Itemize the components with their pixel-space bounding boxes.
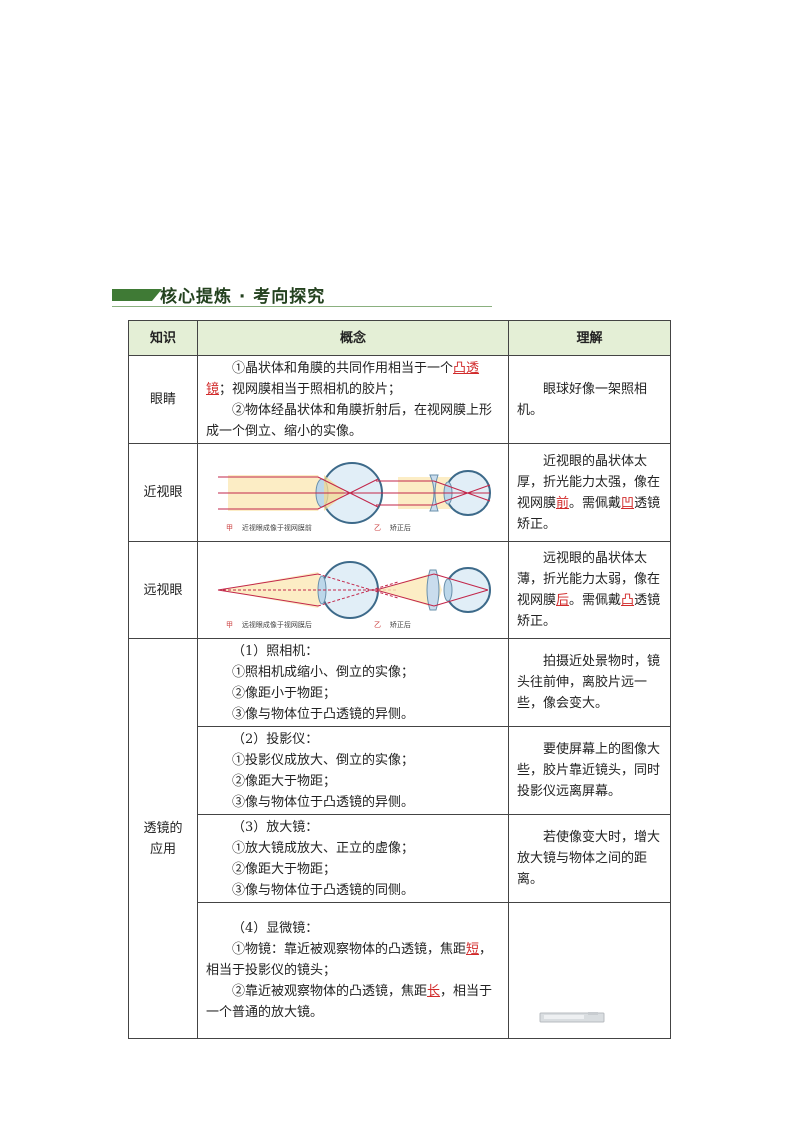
section-title: 核心提炼 · 考向探究: [160, 287, 326, 307]
eye-label: 眼睛: [128, 355, 198, 444]
hyperopia-caption-a: 甲 远视眼成像于视网膜后: [226, 621, 312, 629]
table-row-hyperopia: 远视眼: [128, 541, 671, 639]
projector-concept: （2）投影仪： ①投影仪成放大、倒立的实像； ②像距大于物距； ③像与物体位于凸…: [197, 726, 509, 815]
header-concept: 概念: [197, 320, 509, 356]
header-knowledge: 知识: [128, 320, 198, 356]
answer-front: 前: [556, 495, 570, 511]
camera-understanding: 拍摄近处景物时，镜头往前伸，离胶片远一些，像会变大。: [508, 638, 671, 727]
table-header-row: 知识 概念 理解: [128, 320, 671, 356]
answer-concave: 凹: [621, 495, 635, 511]
myopia-figure-cell: 甲 近视眼成像于视网膜前 乙 矫正后: [197, 443, 509, 542]
projector-understanding: 要使屏幕上的图像大些，胶片靠近镜头，同时投影仪远离屏幕。: [508, 726, 671, 815]
answer-behind: 后: [556, 593, 570, 608]
eye-understanding: 眼球好像一架照相机。: [508, 355, 671, 444]
myopia-caption-b: 乙 矫正后: [374, 523, 411, 532]
myopia-caption-a: 甲 近视眼成像于视网膜前: [226, 523, 312, 532]
magnifier-concept: （3）放大镜： ①放大镜成放大、正立的虚像； ②像距大于物距； ③像与物体位于凸…: [197, 814, 509, 903]
hyperopia-figure: 甲 远视眼成像于视网膜后 乙 矫正后: [198, 542, 508, 638]
knowledge-table: 知识 概念 理解 眼睛 ①晶状体和角膜的共同作用相当于一个凸透镜；视网膜相当于照…: [128, 320, 671, 1039]
table-row-projector: （2）投影仪： ①投影仪成放大、倒立的实像； ②像距大于物距； ③像与物体位于凸…: [129, 726, 671, 815]
eye-concept: ①晶状体和角膜的共同作用相当于一个凸透镜；视网膜相当于照相机的胶片； ②物体经晶…: [197, 355, 509, 444]
microscope-concept: （4）显微镜： ①物镜：靠近被观察物体的凸透镜，焦距短，相当于投影仪的镜头； ②…: [197, 902, 509, 1039]
microscope-image: [539, 1012, 605, 1023]
header-underline: [112, 306, 492, 307]
table-row-eye: 眼睛 ①晶状体和角膜的共同作用相当于一个凸透镜；视网膜相当于照相机的胶片； ②物…: [128, 355, 671, 444]
myopia-label: 近视眼: [128, 443, 198, 542]
header-bar-decoration: [112, 289, 162, 301]
answer-short: 短: [466, 942, 480, 957]
header-understanding: 理解: [508, 320, 671, 356]
hyperopia-caption-b: 乙 矫正后: [374, 621, 411, 629]
answer-convex-lens: 凸透镜: [206, 360, 480, 397]
hyperopia-figure-cell: 甲 远视眼成像于视网膜后 乙 矫正后: [197, 541, 509, 639]
table-row-microscope: （4）显微镜： ①物镜：靠近被观察物体的凸透镜，焦距短，相当于投影仪的镜头； ②…: [129, 902, 671, 1039]
table-row-myopia: 近视眼: [128, 443, 671, 542]
table-row-magnifier: （3）放大镜： ①放大镜成放大、正立的虚像； ②像距大于物距； ③像与物体位于凸…: [129, 814, 671, 903]
answer-long: 长: [427, 984, 441, 999]
lens-application-label: 透镜的 应用: [128, 638, 198, 1039]
magnifier-understanding: 若使像变大时，增大放大镜与物体之间的距离。: [508, 814, 671, 903]
table-row-camera: 透镜的 应用 （1）照相机： ①照相机成缩小、倒立的实像； ②像距小于物距； ③…: [128, 638, 671, 1039]
answer-convex: 凸: [621, 593, 635, 608]
section-header: 核心提炼 · 考向探究: [112, 284, 492, 310]
myopia-figure: 甲 近视眼成像于视网膜前 乙 矫正后: [198, 445, 508, 541]
myopia-understanding: 近视眼的晶状体太厚，折光能力太强，像在视网膜前。需佩戴凹透镜矫正。: [508, 443, 671, 542]
hyperopia-eye-diagram: [217, 561, 491, 619]
hyperopia-label: 远视眼: [128, 541, 198, 639]
camera-concept: （1）照相机： ①照相机成缩小、倒立的实像； ②像距小于物距； ③像与物体位于凸…: [197, 638, 509, 727]
myopia-eye-diagram: [218, 461, 491, 524]
hyperopia-understanding: 远视眼的晶状体太薄，折光能力太弱，像在视网膜后。需佩戴凸透镜矫正。: [508, 541, 671, 639]
